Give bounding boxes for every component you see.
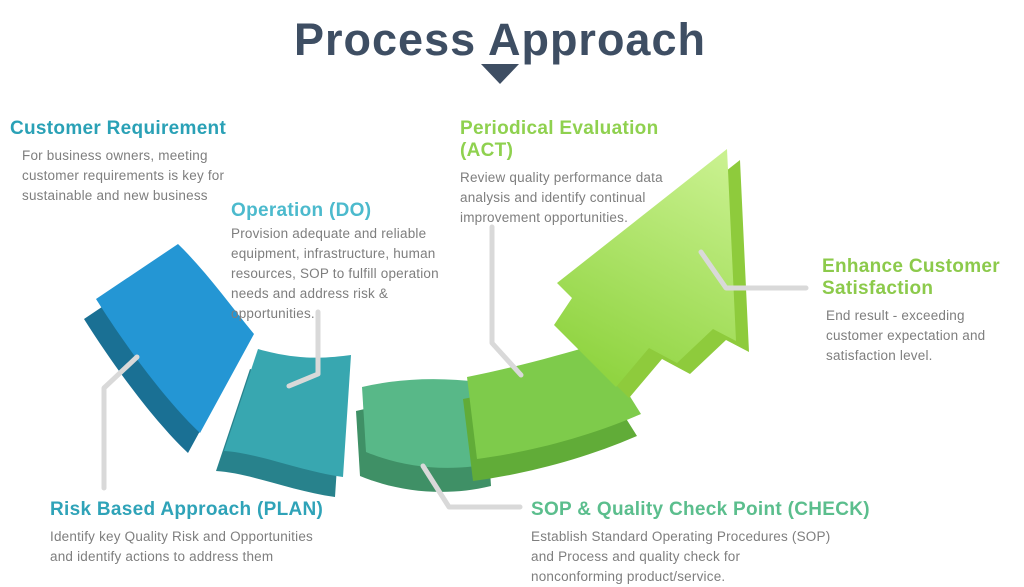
section-body: Review quality performance data analysis… <box>460 168 700 228</box>
section-heading: Risk Based Approach (PLAN) <box>50 499 324 520</box>
connector-enhance <box>698 249 809 291</box>
section-operation-do: Operation (DO) Provision adequate and re… <box>231 200 461 324</box>
body-line: Establish Standard Operating Procedures … <box>531 529 831 544</box>
body-line: nonconforming product/service. <box>531 569 726 584</box>
connector-plan <box>101 354 140 491</box>
section-heading: SOP & Quality Check Point (CHECK) <box>531 499 870 520</box>
section-body: End result - exceeding customer expectat… <box>822 306 1022 366</box>
section-heading: Periodical Evaluation (ACT) <box>460 118 659 161</box>
body-line: satisfaction level. <box>826 348 933 363</box>
connector-do <box>286 309 321 389</box>
body-line: and identify actions to address them <box>50 549 274 564</box>
page-title: Process Approach <box>294 14 706 65</box>
body-line: needs and address risk & <box>231 286 389 301</box>
body-line: equipment, infrastructure, human <box>231 246 436 261</box>
body-line: End result - exceeding <box>826 308 965 323</box>
section-body: Identify key Quality Risk and Opportunit… <box>50 527 380 567</box>
section-risk-based-approach-plan: Risk Based Approach (PLAN) Identify key … <box>50 499 380 567</box>
segment-do <box>216 349 351 497</box>
segment-check <box>356 379 497 492</box>
section-enhance-customer-satisfaction: Enhance Customer Satisfaction End result… <box>822 256 1022 366</box>
section-heading: Operation (DO) <box>231 200 372 221</box>
body-line: resources, SOP to fulfill operation <box>231 266 439 281</box>
section-customer-requirement: Customer Requirement For business owners… <box>10 118 250 206</box>
body-line: analysis and identify continual <box>460 190 646 205</box>
arrow-enhance <box>554 149 749 398</box>
body-line: customer requirements is key for <box>22 168 225 183</box>
segment-plan <box>84 244 254 453</box>
section-body: Establish Standard Operating Procedures … <box>531 527 891 587</box>
connector-lines <box>101 224 809 510</box>
section-body: For business owners, meeting customer re… <box>10 146 250 206</box>
title-pointer-icon <box>481 64 519 84</box>
body-line: Identify key Quality Risk and Opportunit… <box>50 529 313 544</box>
connector-act <box>489 224 524 378</box>
section-heading: Customer Requirement <box>10 118 227 139</box>
section-sop-quality-check-point: SOP & Quality Check Point (CHECK) Establ… <box>531 499 891 587</box>
section-body: Provision adequate and reliable equipmen… <box>231 224 461 324</box>
body-line: Provision adequate and reliable <box>231 226 427 241</box>
body-line: Review quality performance data <box>460 170 663 185</box>
body-line: For business owners, meeting <box>22 148 208 163</box>
connector-check <box>420 463 523 510</box>
body-line: sustainable and new business <box>22 188 208 203</box>
segment-act <box>463 344 641 481</box>
body-line: customer expectation and <box>826 328 986 343</box>
body-line: and Process and quality check for <box>531 549 741 564</box>
body-line: improvement opportunities. <box>460 210 629 225</box>
section-heading: Enhance Customer Satisfaction <box>822 256 1000 299</box>
body-line: opportunities. <box>231 306 315 321</box>
section-periodical-evaluation-act: Periodical Evaluation (ACT) Review quali… <box>460 118 700 228</box>
